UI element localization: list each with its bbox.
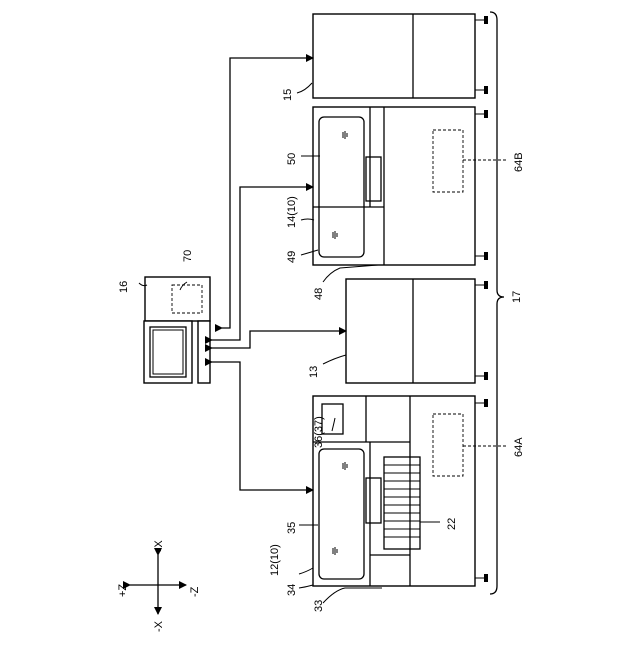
label-48: 48 [313, 288, 325, 300]
bracket-17 [490, 12, 504, 594]
axis-minus-x: -X [153, 620, 165, 632]
computer-case [145, 277, 210, 321]
axis-plus-z: +Z [117, 584, 129, 597]
label-34: 34 [286, 584, 298, 596]
unit-14 [313, 107, 488, 265]
label-33: 33 [313, 600, 325, 612]
label-12: 12(10) [269, 544, 281, 576]
axis-plus-x: +X [153, 540, 165, 554]
label-36: 36(37) [313, 416, 325, 448]
axis-minus-z: -Z [189, 586, 201, 597]
label-64b: 64B [513, 152, 525, 172]
label-15: 15 [282, 89, 294, 101]
label-16: 16 [118, 281, 130, 293]
label-70: 70 [182, 250, 194, 262]
label-17: 17 [511, 291, 523, 303]
label-49: 49 [286, 251, 298, 263]
keyboard [198, 321, 210, 383]
label-13: 13 [308, 366, 320, 378]
unit-13 [346, 279, 488, 383]
computer-16 [144, 277, 210, 383]
axis-indicator: +X -X +Z -Z [117, 540, 201, 632]
label-22: 22 [446, 518, 458, 530]
label-64a: 64A [513, 437, 525, 457]
unit-15 [313, 14, 488, 98]
label-14: 14(10) [286, 196, 298, 228]
label-35: 35 [286, 522, 298, 534]
unit-12 [313, 396, 488, 586]
label-50: 50 [286, 153, 298, 165]
